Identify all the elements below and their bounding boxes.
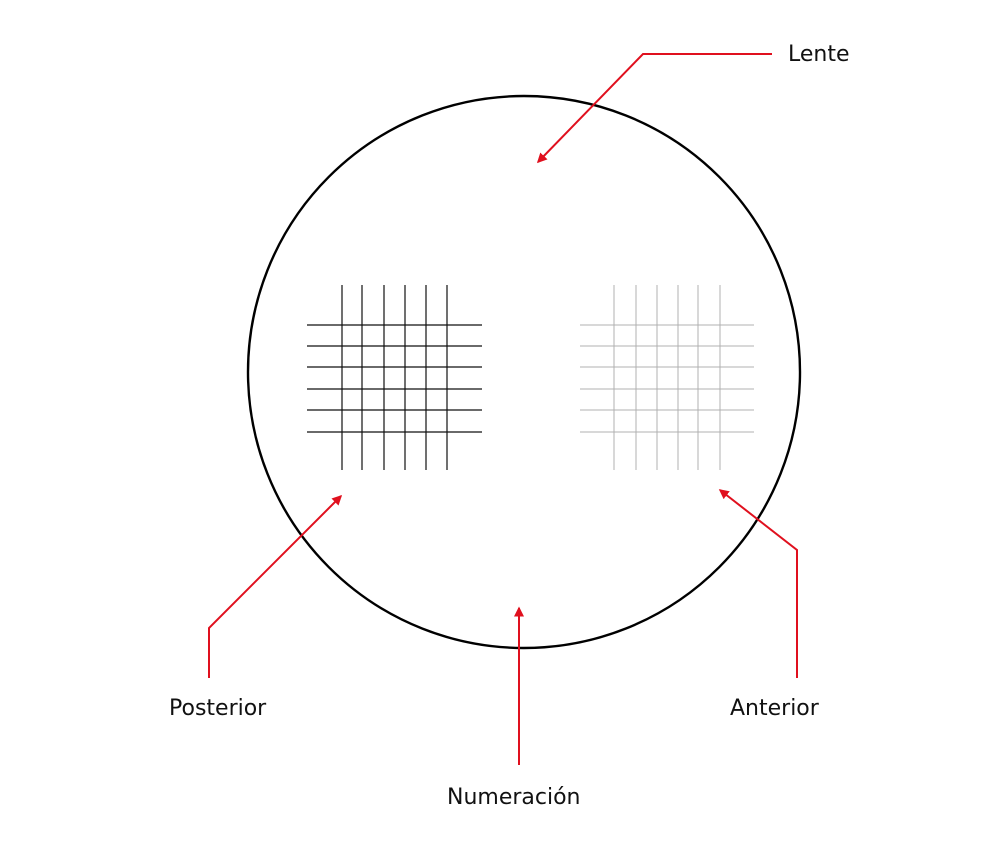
anterior-grid-engraving [580,285,754,470]
posterior-arrow [208,494,343,678]
anterior-label: Anterior [730,696,820,721]
numbering-label: Numeración [447,785,581,810]
lens-outline [246,94,802,650]
posterior-grid-engraving [307,285,482,470]
lens-label: Lente [788,42,850,67]
posterior-label: Posterior [169,696,267,721]
lens-arrow [536,53,772,164]
anterior-arrow [718,489,798,678]
